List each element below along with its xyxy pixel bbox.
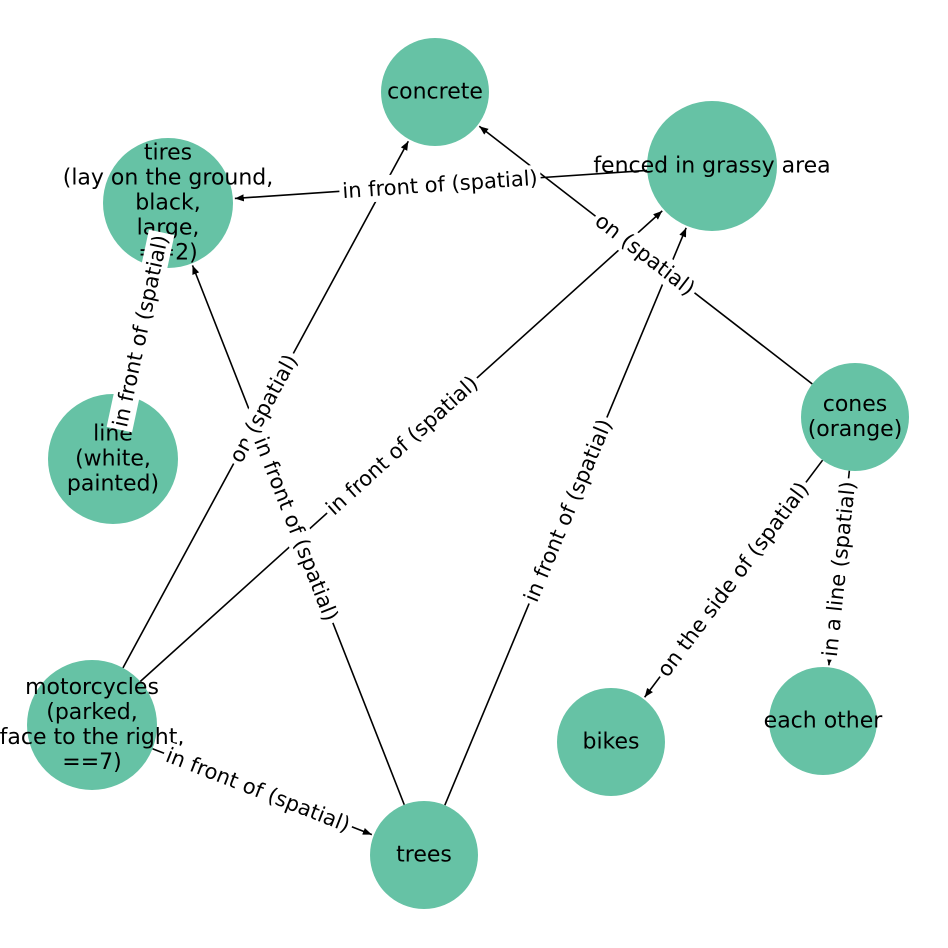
node-each-other: each other bbox=[764, 667, 884, 775]
node-label-line: each other bbox=[764, 709, 884, 734]
edge-label-background bbox=[318, 368, 486, 523]
node-label-line: motorcycles bbox=[25, 675, 159, 700]
node-concrete: concrete bbox=[381, 38, 489, 146]
edge-label-background bbox=[816, 477, 862, 661]
node-circle bbox=[801, 363, 909, 471]
node-label-line: black, bbox=[135, 191, 200, 216]
edge-label: in front of (spatial) bbox=[163, 743, 354, 837]
node-circle bbox=[103, 138, 233, 268]
edge-label-background bbox=[222, 347, 305, 470]
node-label-line: tires bbox=[144, 141, 192, 166]
node-trees: trees bbox=[370, 801, 478, 909]
node-label-line: (parked, bbox=[46, 700, 138, 725]
edge-label-group: in front of (spatial) bbox=[338, 164, 542, 205]
edge-label: on the side of (spatial) bbox=[652, 478, 813, 682]
edges-layer bbox=[122, 125, 851, 836]
node-label-line: trees bbox=[396, 843, 452, 868]
node-label-line: (lay on the ground, bbox=[63, 166, 274, 191]
edge-label-group: in front of (spatial) bbox=[517, 412, 619, 609]
node-label-line: (white, bbox=[75, 447, 151, 472]
edge-label-group: in a line (spatial) bbox=[816, 477, 862, 661]
edge-label: in a line (spatial) bbox=[818, 480, 860, 658]
nodes-layer: concrete fenced in grassy area tires(lay o… bbox=[0, 38, 909, 909]
node-fenced: fenced in grassy area bbox=[593, 101, 831, 231]
edge-label-group: in front of (spatial) bbox=[159, 741, 357, 839]
node-label-line: bikes bbox=[582, 730, 639, 755]
node-motorcycles: motorcycles(parked,face to the right,==7… bbox=[0, 660, 184, 790]
node-circle bbox=[370, 801, 478, 909]
edge-labels-layer: in front of (spatial)on (spatial)in fron… bbox=[106, 164, 862, 839]
node-label-line: cones bbox=[823, 392, 888, 417]
edge-label-background bbox=[649, 474, 817, 685]
node-line: line(white,painted) bbox=[48, 394, 178, 524]
node-label-line: painted) bbox=[67, 472, 159, 497]
node-circle bbox=[647, 101, 777, 231]
node-circle bbox=[769, 667, 877, 775]
node-label-line: (orange) bbox=[808, 417, 903, 442]
node-circle bbox=[48, 394, 178, 524]
node-circle bbox=[27, 660, 157, 790]
node-bikes: bikes bbox=[557, 688, 665, 796]
edge-label-background bbox=[247, 430, 345, 628]
edge-label: in front of (spatial) bbox=[321, 371, 482, 520]
node-circle bbox=[381, 38, 489, 146]
node-cones: cones(orange) bbox=[801, 363, 909, 471]
edge-label-background bbox=[587, 205, 703, 304]
node-label-line: ==7) bbox=[62, 750, 121, 775]
edge-label-group: on the side of (spatial) bbox=[649, 474, 817, 685]
edge-label-background bbox=[159, 741, 357, 839]
edge-label: in front of (spatial) bbox=[249, 434, 343, 625]
node-label-line: fenced in grassy area bbox=[593, 154, 830, 179]
node-label-line: face to the right, bbox=[0, 725, 184, 750]
edge-label-group: in front of (spatial) bbox=[318, 368, 486, 523]
node-label-line: concrete bbox=[387, 80, 483, 105]
edge-label: in front of (spatial) bbox=[519, 416, 617, 606]
edge-label-background bbox=[106, 229, 175, 433]
edge-label-background bbox=[338, 164, 542, 205]
edge-label-group: in front of (spatial) bbox=[247, 430, 345, 628]
node-circle bbox=[557, 688, 665, 796]
edge-label-background bbox=[517, 412, 619, 609]
